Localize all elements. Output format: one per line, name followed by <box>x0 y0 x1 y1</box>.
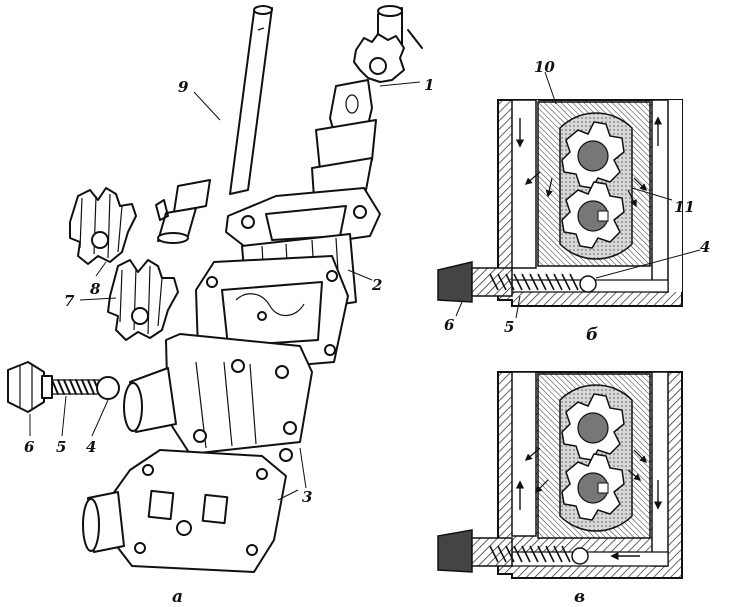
callout-9: 9 <box>178 78 189 96</box>
gear-lower-v <box>561 453 625 521</box>
callout-2: 2 <box>371 276 382 294</box>
callout-b-4: 4 <box>700 238 710 256</box>
callout-8: 8 <box>90 280 101 298</box>
pump-cover <box>123 333 313 462</box>
gear-lower-b <box>561 181 625 249</box>
pump-column <box>311 79 377 199</box>
gear-upper-v <box>561 393 625 461</box>
drive-gear-1 <box>353 5 423 83</box>
section-view-v <box>437 371 683 579</box>
callout-11: 11 <box>674 198 695 216</box>
gear-7 <box>107 259 179 341</box>
caption-a: а <box>172 587 183 607</box>
labels: 9 1 2 8 7 6 5 4 3 10 11 4 6 5 б а в <box>24 58 710 607</box>
valve-parts <box>7 361 120 413</box>
callout-6: 6 <box>24 438 35 456</box>
section-view-b <box>437 71 701 319</box>
bottom-plate <box>82 449 287 573</box>
caption-v: в <box>574 587 585 607</box>
caption-b: б <box>586 325 598 345</box>
callout-b-6: 6 <box>444 316 455 334</box>
exploded-view <box>7 5 423 573</box>
callout-4: 4 <box>86 438 96 456</box>
callout-10: 10 <box>534 58 555 76</box>
callout-b-5: 5 <box>504 318 514 336</box>
upper-flange <box>225 187 381 249</box>
callout-1: 1 <box>424 76 434 94</box>
callout-3: 3 <box>302 488 312 506</box>
gear-8 <box>69 187 137 265</box>
leaders-a <box>29 81 421 501</box>
drive-shaft <box>155 5 273 244</box>
callout-5: 5 <box>56 438 66 456</box>
gear-upper-b <box>561 121 625 189</box>
callout-7: 7 <box>64 292 75 310</box>
